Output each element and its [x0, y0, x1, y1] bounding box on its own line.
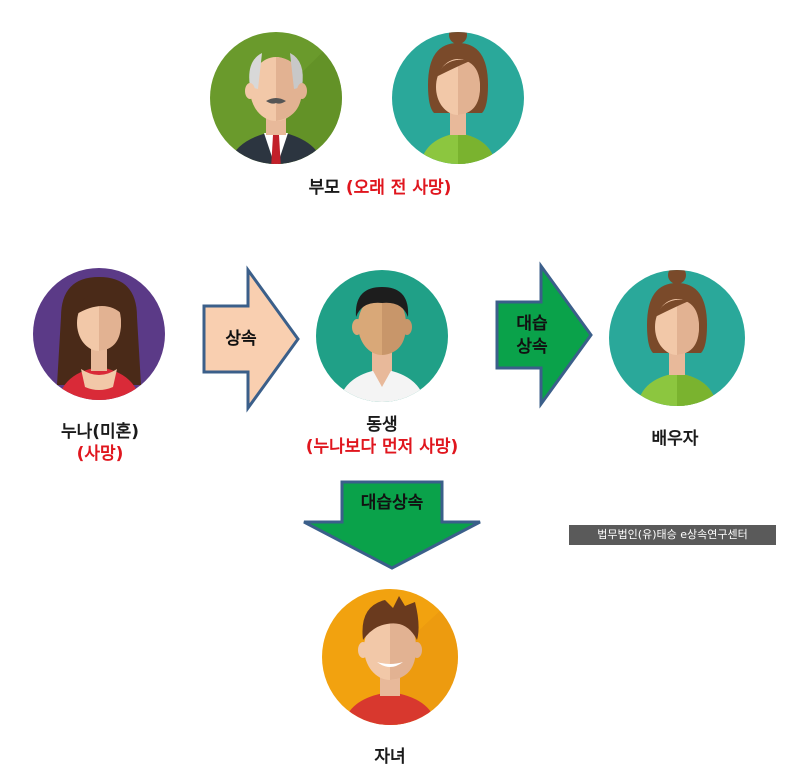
inheritance-arrow: 상속	[202, 265, 302, 413]
inheritance-arrow-label: 상속	[225, 329, 257, 349]
substitute-inheritance-arrow-down: 대습상속	[302, 480, 482, 570]
sister-title: 누나(미혼)	[60, 422, 140, 442]
sister-label: 누나(미혼) (사망)	[20, 421, 180, 465]
father-avatar	[208, 27, 344, 169]
child-title: 자녀	[374, 747, 406, 767]
mother-avatar	[390, 27, 526, 169]
spouse-avatar	[607, 265, 747, 410]
parents-note: (오래 전 사망)	[345, 178, 452, 198]
spouse-title: 배우자	[651, 429, 699, 449]
sister-avatar	[31, 263, 167, 405]
watermark-badge: 법무법인(유)태승 e상속연구센터	[569, 525, 776, 545]
substitute-arrow-label-line1: 대습	[516, 314, 548, 334]
spouse-label: 배우자	[620, 428, 730, 450]
sister-note: (사망)	[76, 444, 124, 464]
substitute-inheritance-arrow-right: 대습 상속	[495, 261, 595, 409]
parents-label: 부모 (오래 전 사망)	[220, 177, 540, 199]
substitute-arrow-label-line2: 상속	[516, 337, 548, 357]
parents-title: 부모	[308, 178, 340, 198]
substitute-down-arrow-label: 대습상속	[360, 493, 424, 513]
brother-label: 동생 (누나보다 먼저 사망)	[260, 414, 504, 458]
child-avatar	[317, 586, 463, 728]
brother-note: (누나보다 먼저 사망)	[305, 437, 459, 457]
brother-avatar	[314, 265, 450, 407]
brother-title: 동생	[366, 415, 398, 435]
child-label: 자녀	[340, 746, 440, 768]
